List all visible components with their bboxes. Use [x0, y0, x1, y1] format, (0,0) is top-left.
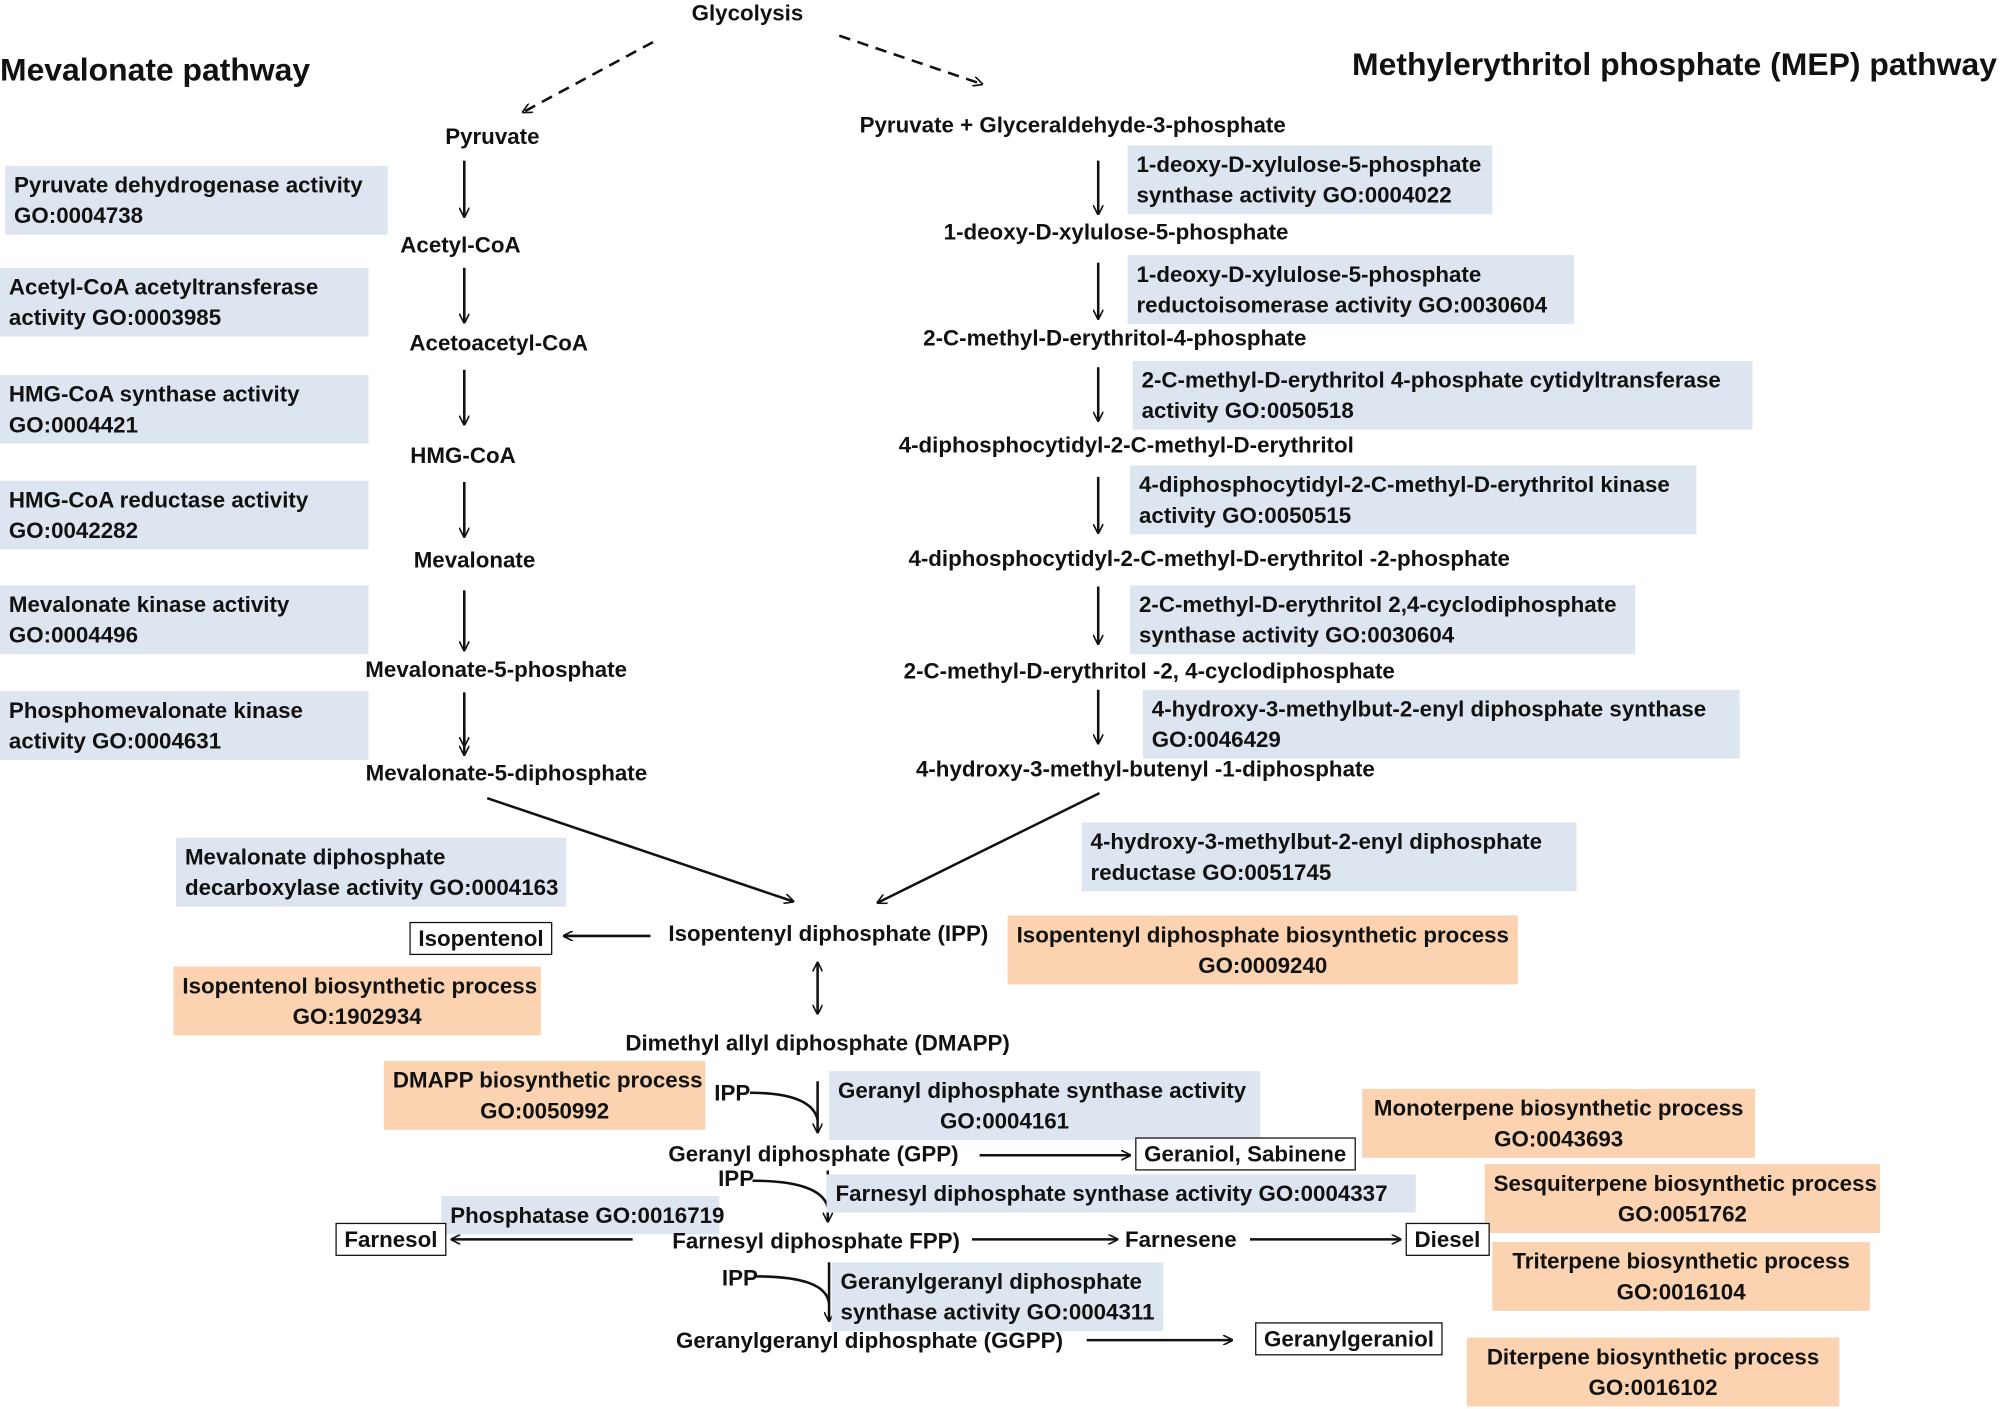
compound-mevalonate-5-diphosphate: Mevalonate-5-diphosphate	[365, 759, 648, 786]
compound-pyruvate-g3p: Pyruvate + Glyceraldehyde-3-phosphate	[859, 112, 1286, 138]
enzyme-box: Phosphomevalonate kinase activity GO:000…	[0, 691, 369, 760]
compound-mevalonate-5-phosphate: Mevalonate-5-phosphate	[365, 656, 628, 683]
process-box: Isopentenol biosynthetic process GO:1902…	[173, 966, 541, 1036]
product-farnesol: Farnesol	[335, 1222, 447, 1256]
compound-acetoacetyl-coa: Acetoacetyl-CoA	[409, 330, 589, 356]
mva-to-ipp-arrow	[486, 797, 793, 901]
compound-hmbpp: 4-hydroxy-3-methyl-butenyl -1-diphosphat…	[915, 756, 1375, 782]
compound-ggpp: Geranylgeranyl diphosphate (GGPP)	[676, 1327, 1064, 1353]
compound-dxp: 1-deoxy-D-xylulose-5-phosphate	[943, 219, 1289, 245]
enzyme-box: 1-deoxy-D-xylulose-5-phosphate synthase …	[1127, 145, 1493, 215]
ipp-input-label: IPP	[718, 1165, 755, 1191]
enzyme-box: HMG-CoA synthase activity GO:0004421	[0, 374, 369, 444]
process-box: DMAPP biosynthetic process GO:0050992	[383, 1060, 706, 1130]
mep-to-ipp-arrow	[878, 791, 1101, 903]
compound-pyruvate: Pyruvate	[445, 123, 540, 150]
enzyme-box: 2-C-methyl-D-erythritol 2,4-cyclodiphosp…	[1130, 585, 1636, 655]
compound-acetyl-coa: Acetyl-CoA	[400, 232, 521, 258]
enzyme-box: 4-diphosphocytidyl-2-C-methyl-D-erythrit…	[1130, 465, 1697, 535]
compound-fpp: Farnesyl diphosphate FPP)	[672, 1227, 960, 1254]
compound-farnesene: Farnesene	[1124, 1226, 1237, 1253]
glycolysis-label: Glycolysis	[691, 0, 804, 26]
compound-dmapp: Dimethyl allyl diphosphate (DMAPP)	[625, 1030, 1010, 1056]
product-geranylgeraniol: Geranylgeraniol	[1255, 1322, 1443, 1356]
mep-pathway-title: Methylerythritol phosphate (MEP) pathway	[1352, 47, 1997, 83]
compound-cdp-mep: 4-diphosphocytidyl-2-C-methyl-D-erythrit…	[908, 545, 1510, 572]
compound-cdp-me: 4-diphosphocytidyl-2-C-methyl-D-erythrit…	[898, 432, 1354, 458]
enzyme-box: HMG-CoA reductase activity GO:0042282	[0, 480, 369, 550]
process-box: Monoterpene biosynthetic process GO:0043…	[1362, 1088, 1756, 1158]
glycolysis-to-mep-arrow	[838, 34, 982, 84]
enzyme-box: Mevalonate kinase activity GO:0004496	[0, 585, 369, 655]
enzyme-box: 1-deoxy-D-xylulose-5-phosphate reductois…	[1127, 255, 1574, 324]
ipp-input-label: IPP	[721, 1264, 758, 1291]
process-box: Sesquiterpene biosynthetic process GO:00…	[1484, 1164, 1881, 1234]
enzyme-box: 4-hydroxy-3-methylbut-2-enyl diphosphate…	[1081, 822, 1577, 892]
ipp-input-label: IPP	[714, 1080, 751, 1106]
enzyme-box: Phosphatase GO:0016719	[441, 1196, 724, 1235]
glycolysis-to-pyruvate-arrow	[523, 40, 654, 112]
product-diesel: Diesel	[1405, 1222, 1490, 1256]
enzyme-box: Acetyl-CoA acetyltransferase activity GO…	[0, 267, 369, 337]
ipp-to-ggpp-curve	[755, 1275, 831, 1304]
compound-mecpp: 2-C-methyl-D-erythritol -2, 4-cyclodipho…	[903, 657, 1395, 684]
process-box: Diterpene biosynthetic process GO:001610…	[1466, 1337, 1840, 1407]
enzyme-box: Pyruvate dehydrogenase activity GO:00047…	[5, 165, 388, 235]
product-isopentenol: Isopentenol	[409, 921, 553, 956]
ipp-to-fpp-curve	[752, 1179, 830, 1208]
compound-mevalonate: Mevalonate	[413, 547, 536, 573]
process-box: Isopentenyl diphosphate biosynthetic pro…	[1007, 915, 1518, 985]
enzyme-box: Mevalonate diphosphate decarboxylase act…	[176, 837, 567, 907]
enzyme-box: Geranyl diphosphate synthase activity GO…	[829, 1071, 1261, 1140]
product-geraniol-sabinene: Geraniol, Sabinene	[1135, 1137, 1356, 1171]
compound-gpp: Geranyl diphosphate (GPP)	[668, 1141, 959, 1167]
enzyme-box: 2-C-methyl-D-erythritol 4-phosphate cyti…	[1132, 360, 1753, 430]
mevalonate-pathway-title: Mevalonate pathway	[0, 52, 311, 88]
compound-mep: 2-C-methyl-D-erythritol-4-phosphate	[923, 325, 1307, 351]
compound-ipp: Isopentenyl diphosphate (IPP)	[668, 920, 989, 947]
ipp-to-gpp-curve	[749, 1091, 819, 1120]
compound-hmg-coa: HMG-CoA	[410, 442, 516, 468]
enzyme-box: Farnesyl diphosphate synthase activity G…	[826, 1174, 1416, 1213]
enzyme-box: 4-hydroxy-3-methylbut-2-enyl diphosphate…	[1142, 689, 1740, 759]
enzyme-box: Geranylgeranyl diphosphate synthase acti…	[831, 1262, 1164, 1332]
process-box: Triterpene biosynthetic process GO:00161…	[1492, 1241, 1870, 1311]
